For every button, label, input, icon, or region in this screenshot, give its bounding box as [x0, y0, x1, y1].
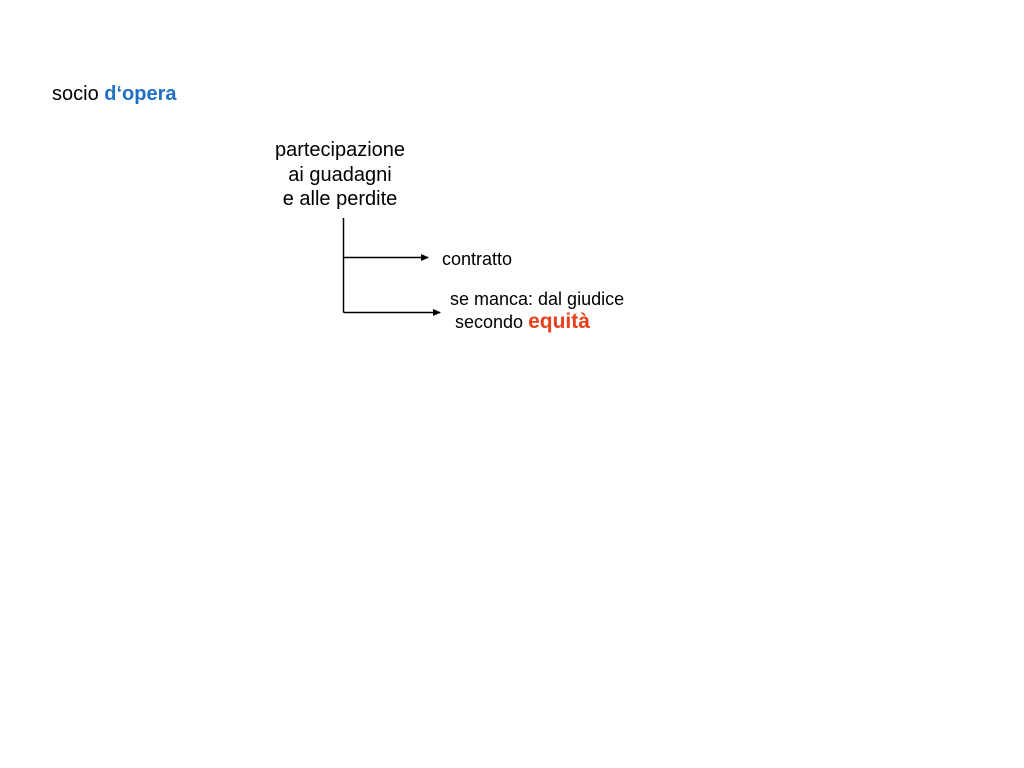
title-accent: d‘opera — [104, 83, 177, 105]
branch-contratto: contratto — [442, 249, 513, 269]
root-line-2: ai guadagni — [288, 163, 392, 186]
title-prefix: socio — [52, 83, 105, 105]
root-line-1: partecipazione — [274, 139, 406, 161]
branch-giudice-line-2: secondo equità — [455, 311, 590, 333]
slide-title: socio d‘opera — [52, 81, 177, 107]
branch-giudice-line-1: se manca: dal giudice — [450, 289, 625, 309]
root-line-3: e alle perdite — [282, 188, 398, 210]
root-node: partecipazione ai guadagni e alle perdit… — [250, 138, 430, 212]
branch-equita: equità — [528, 310, 590, 333]
branch-secondo: secondo — [455, 312, 529, 332]
